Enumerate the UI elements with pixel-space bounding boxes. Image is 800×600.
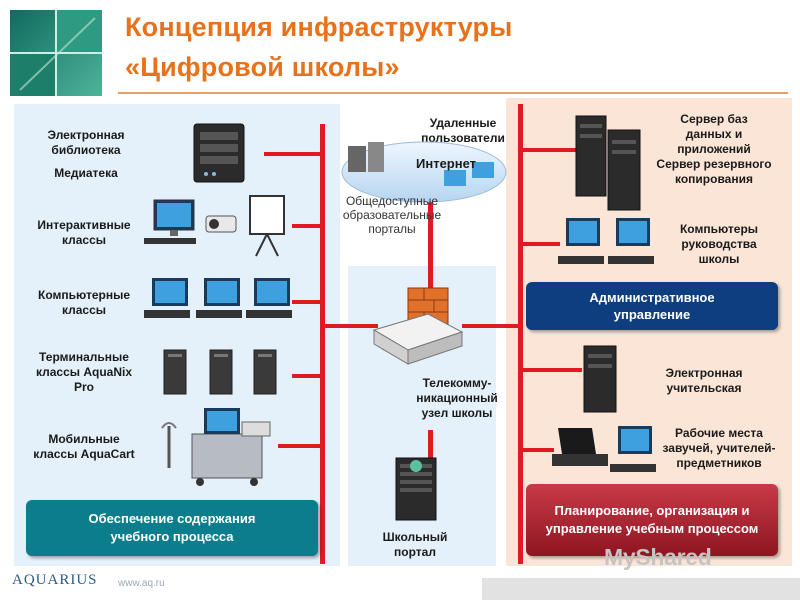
link-terminal <box>292 374 322 378</box>
label-remote-users: Удаленные пользователи <box>421 116 505 145</box>
db-server-icon <box>575 115 641 211</box>
site-url[interactable]: www.aq.ru <box>118 578 165 589</box>
label-internet: Интернет <box>416 156 477 171</box>
computer-class-pc2-icon <box>196 278 242 318</box>
label-telecom: Телекомму-никационный узел школы <box>416 376 498 420</box>
support-process-box: Обеспечение содержания учебного процесса <box>26 500 318 556</box>
admin-management-box: Административное управление <box>526 282 778 330</box>
link-workstations <box>520 448 554 452</box>
mobile-cart-icon <box>191 408 271 486</box>
page-title-line2: «Цифровой школы» <box>125 52 400 82</box>
label-staff-room: Электронная учительская <box>665 366 743 395</box>
staff-room-server-icon <box>583 345 617 413</box>
left-bus-line <box>320 124 325 564</box>
terminal3-icon <box>253 349 277 395</box>
computer-class-pc3-icon <box>246 278 292 318</box>
terminal2-icon <box>209 349 233 395</box>
wifi-antenna-icon <box>161 422 177 468</box>
link-left-to-router <box>322 324 378 328</box>
aquarius-logo: AQUARIUS <box>12 572 98 588</box>
label-media: Медиатека <box>54 166 118 180</box>
label-workstations: Рабочие места завучей, учителей-предметн… <box>662 426 776 470</box>
link-library <box>264 152 322 156</box>
terminal1-icon <box>163 349 187 395</box>
label-library: Электронная библиотека <box>47 128 125 157</box>
corner-logo-graphic <box>10 10 102 96</box>
planning-box: Планирование, организация и управление у… <box>526 484 778 556</box>
workstations-icon <box>552 426 656 472</box>
title-divider <box>118 92 788 94</box>
link-staff-room <box>520 368 582 372</box>
telecom-router-icon <box>372 287 464 365</box>
link-internet-router <box>428 196 433 288</box>
library-server-icon <box>193 123 245 183</box>
link-computer <box>292 300 322 304</box>
watermark: MyShared <box>604 544 712 570</box>
internet-cloud-icon <box>341 141 507 203</box>
link-interactive <box>292 224 322 228</box>
link-mgmt-pcs <box>520 242 560 246</box>
link-router-right <box>462 324 522 328</box>
page-title-line1: Концепция инфраструктуры <box>125 12 513 42</box>
label-portals: Общедоступные образовательные порталы <box>342 194 442 236</box>
label-computer: Компьютерные классы <box>38 288 130 317</box>
label-terminal: Терминальные классы AquaNix Pro <box>35 350 133 394</box>
label-school-portal: Школьный портал <box>382 530 448 559</box>
link-db-server <box>520 148 576 152</box>
projection-screen-icon <box>249 195 285 257</box>
label-mgmt-pcs: Компьютеры руководства школы <box>679 222 759 266</box>
school-portal-server-icon <box>395 457 437 521</box>
link-mobile <box>278 444 322 448</box>
footer-bar <box>482 578 800 600</box>
label-interactive: Интерактивные классы <box>37 218 131 247</box>
label-mobile: Мобильные классы AquaCart <box>33 432 135 461</box>
computer-class-pc1-icon <box>144 278 190 318</box>
panel-educational <box>14 104 340 566</box>
right-bus-line <box>518 104 523 564</box>
projector-icon <box>205 215 237 233</box>
mgmt-pcs-icon <box>558 218 654 264</box>
link-router-portal <box>428 430 433 460</box>
interactive-pc-icon <box>144 199 196 244</box>
label-db-server: Сервер баз данных и приложений Сервер ре… <box>656 112 772 186</box>
